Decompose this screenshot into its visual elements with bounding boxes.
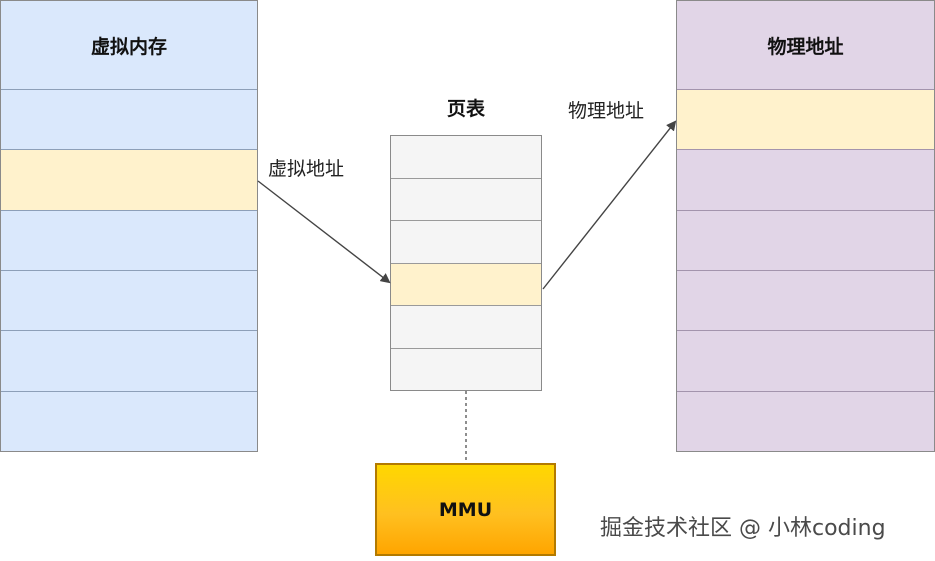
page-table-entry — [391, 177, 541, 221]
virtual-memory-row — [1, 330, 257, 390]
physical-memory-title: 物理地址 — [767, 35, 844, 58]
mmu-label: MMU — [438, 498, 493, 521]
page-table-entry-highlighted — [391, 262, 541, 305]
physical-memory-column: 物理地址 — [676, 0, 935, 452]
virtual-memory-row-highlighted — [1, 149, 257, 210]
page-table — [390, 135, 542, 391]
virtual-memory-title: 虚拟内存 — [90, 35, 167, 58]
watermark-text: 掘金技术社区 @ 小林coding — [600, 516, 886, 541]
page-table-entry — [391, 305, 541, 348]
page-table-title: 页表 — [446, 98, 485, 120]
page-table-entry — [391, 136, 541, 178]
physical-address-label: 物理地址 — [568, 100, 645, 122]
physical-memory-row — [677, 209, 934, 270]
physical-memory-row — [677, 390, 934, 451]
physical-memory-row — [677, 330, 934, 390]
physical-memory-row-highlighted — [677, 89, 934, 150]
physical-memory-header: 物理地址 — [677, 1, 934, 89]
page-table-entry — [391, 220, 541, 263]
virtual-memory-row — [1, 269, 257, 330]
virtual-memory-row — [1, 89, 257, 149]
virtual-address-arrow — [257, 180, 391, 284]
virtual-address-label: 虚拟地址 — [268, 158, 345, 180]
virtual-memory-header: 虚拟内存 — [1, 1, 257, 89]
virtual-memory-row — [1, 209, 257, 270]
virtual-memory-column: 虚拟内存 — [0, 0, 258, 452]
physical-memory-row — [677, 269, 934, 330]
physical-memory-row — [677, 149, 934, 209]
virtual-memory-row — [1, 390, 257, 451]
page-table-entry — [391, 347, 541, 391]
mmu-box: MMU — [375, 463, 556, 556]
physical-address-arrow — [542, 120, 677, 290]
